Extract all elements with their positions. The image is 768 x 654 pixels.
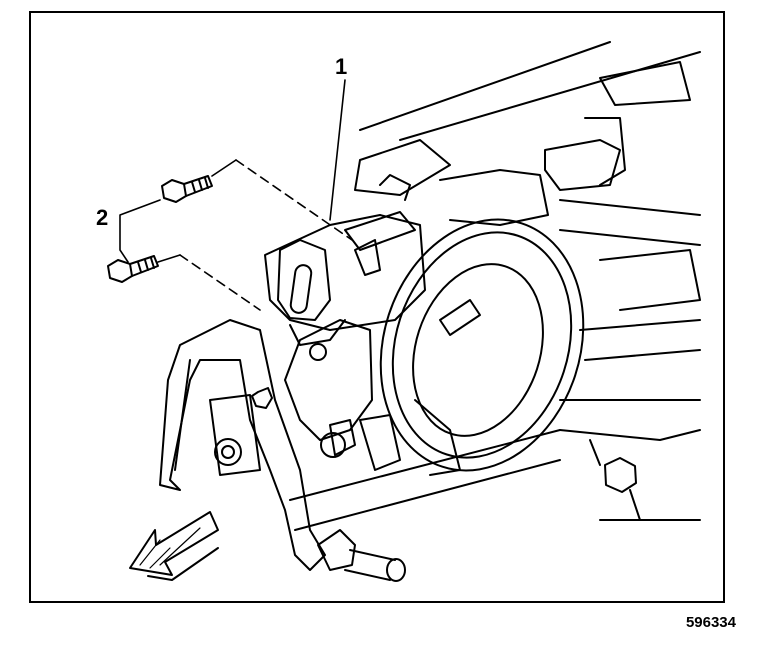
intake-manifold bbox=[354, 41, 701, 521]
screw-upper bbox=[161, 175, 213, 203]
mounting-bolt-lower-left bbox=[214, 438, 242, 466]
callout-number-1: 1 bbox=[335, 54, 348, 79]
callout-1-leader bbox=[329, 79, 346, 221]
mounting-bolt-lower-right bbox=[589, 439, 641, 521]
figure-number: 596334 bbox=[685, 614, 736, 631]
callout-2-leader bbox=[119, 159, 353, 311]
callout-number-2: 2 bbox=[96, 205, 109, 230]
direction-arrow bbox=[129, 511, 219, 581]
screw-lower bbox=[107, 255, 159, 283]
support-bracket bbox=[159, 319, 561, 571]
illustration-frame bbox=[29, 11, 725, 603]
throttle-lever-linkage bbox=[284, 319, 461, 476]
throttle-position-sensor bbox=[264, 211, 426, 346]
hose-fitting bbox=[317, 529, 406, 582]
